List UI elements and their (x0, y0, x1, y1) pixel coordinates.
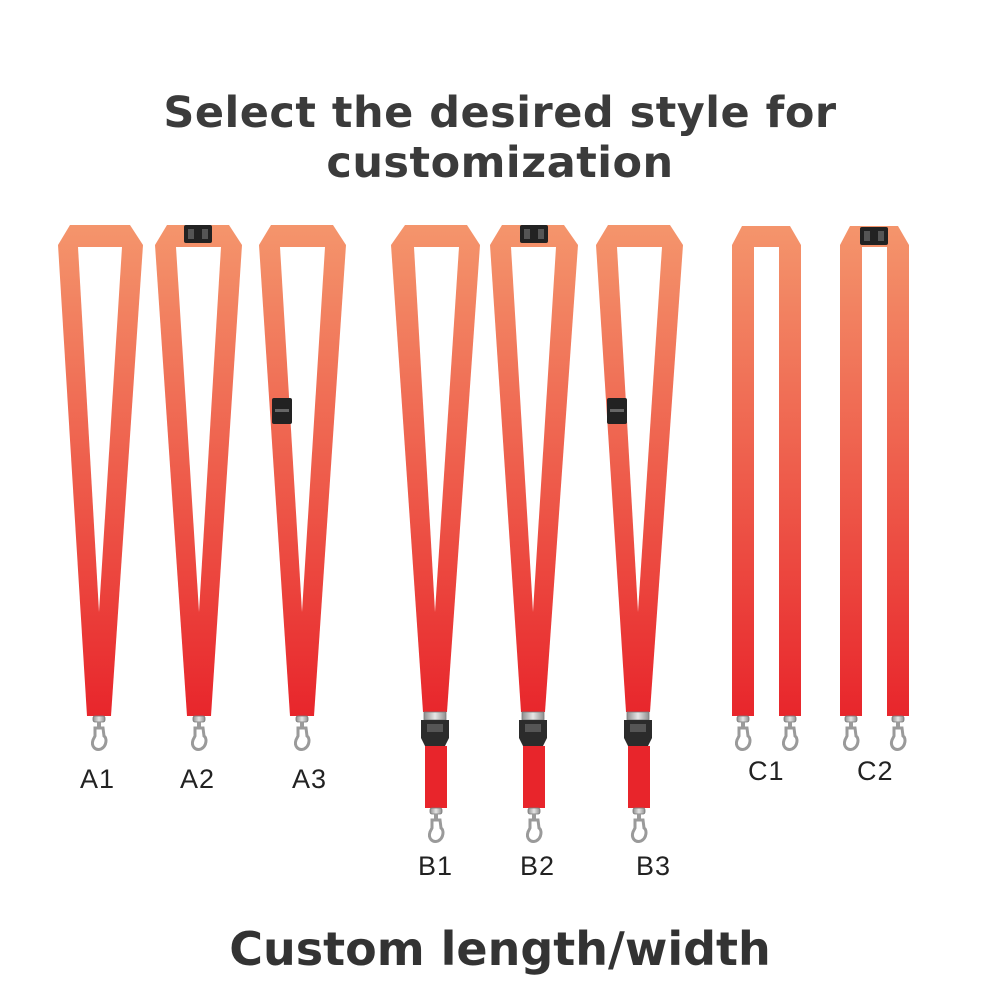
lanyard-strap (732, 226, 801, 716)
detachable-buckle-icon (420, 711, 450, 747)
breakaway-clip-icon (520, 225, 548, 243)
breakaway-clip-icon (860, 227, 888, 245)
lanyard-c2[interactable] (840, 226, 909, 751)
detachable-buckle-icon (623, 711, 653, 747)
lanyard-a1[interactable] (58, 225, 143, 751)
style-label-b2: B2 (520, 851, 556, 881)
lanyard-b3[interactable] (596, 225, 683, 843)
lanyard-c1[interactable] (732, 226, 801, 751)
lanyard-b1[interactable] (391, 225, 480, 843)
lanyard-strap (840, 226, 909, 716)
lanyard-a2[interactable] (155, 225, 242, 751)
style-label-b1: B1 (418, 851, 454, 881)
side-buckle-icon (272, 398, 292, 424)
lanyard-a3[interactable] (259, 225, 346, 751)
style-label-a3: A3 (292, 764, 328, 794)
detachable-buckle-icon (518, 711, 548, 747)
style-label-a2: A2 (180, 764, 216, 794)
style-label-a1: A1 (80, 764, 116, 794)
page-title: Select the desired style for customizati… (163, 88, 837, 188)
footer-caption: Custom length/width (229, 922, 771, 976)
style-label-c1: C1 (748, 756, 785, 786)
style-label-c2: C2 (857, 756, 894, 786)
lanyard-b2[interactable] (490, 225, 578, 843)
side-buckle-icon (607, 398, 627, 424)
style-label-b3: B3 (636, 851, 672, 881)
breakaway-clip-icon (184, 225, 212, 243)
